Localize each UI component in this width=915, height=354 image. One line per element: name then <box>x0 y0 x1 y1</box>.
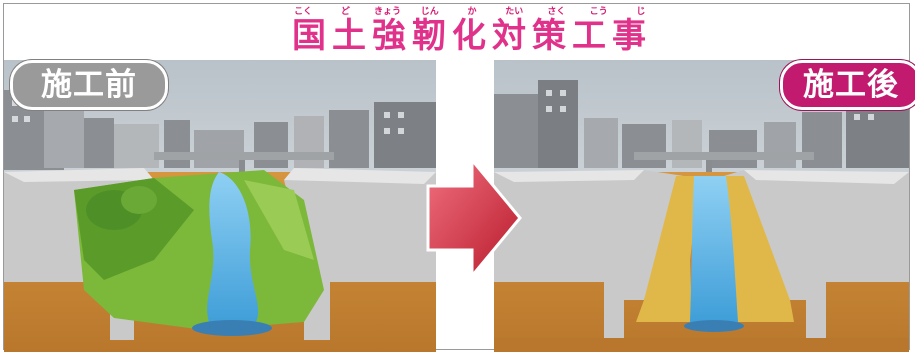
ruby-1: ど <box>340 7 350 17</box>
title-text: 国土強靭化対策工事 <box>292 16 652 56</box>
title-ruby: こく ど きょう じん か たい さく こう じ <box>272 4 672 17</box>
ruby-4: か <box>467 7 477 17</box>
ruby-0: こく <box>294 7 313 17</box>
ruby-6: さく <box>547 7 566 17</box>
after-label: 施工後 <box>780 60 915 110</box>
page-title: こく ど きょう じん か たい さく こう じ 国土強靭化対策工事 <box>272 4 672 64</box>
ruby-3: じん <box>420 7 439 17</box>
ruby-2: きょう <box>374 7 402 17</box>
before-label: 施工前 <box>10 60 168 110</box>
ruby-5: たい <box>505 7 524 17</box>
after-construction-image <box>494 60 909 352</box>
ruby-8: じ <box>636 7 646 17</box>
ruby-7: こう <box>589 7 608 17</box>
right-arrow-icon <box>426 155 522 281</box>
